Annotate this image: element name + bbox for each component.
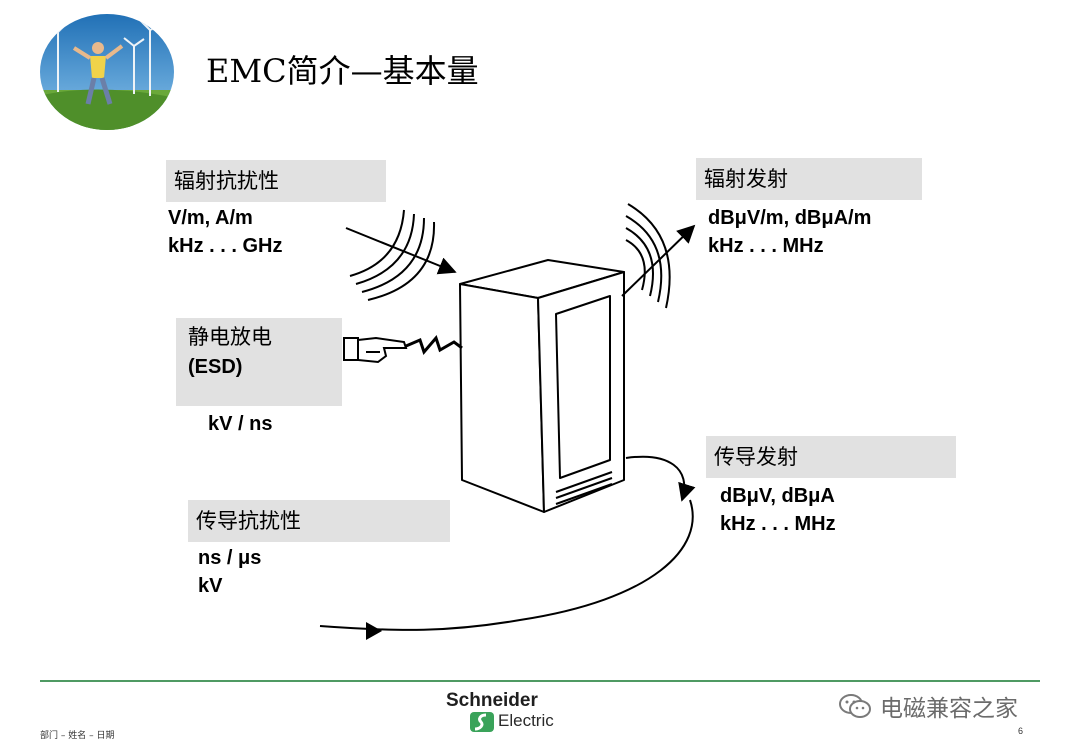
radiated-immunity-range: kHz . . . GHz: [168, 235, 283, 257]
conducted-emission-cable: [625, 455, 696, 502]
page-number: 6: [1018, 726, 1024, 736]
page-title: EMC简介—基本量: [206, 52, 479, 90]
radiated-immunity-label: 辐射抗扰性: [166, 160, 386, 202]
conducted-immunity-unit: ns / μs: [198, 547, 262, 569]
radiated-emission-unit: dBμV/m, dBμA/m: [708, 207, 872, 229]
conducted-emission-unit: dBμV, dBμA: [720, 485, 835, 507]
radiated-emission-waves: [621, 203, 696, 309]
radiated-emission-label: 辐射发射: [696, 158, 922, 200]
footer-department-name-date: 部门 – 姓名 – 日期: [40, 731, 115, 741]
brand-name-top: Schneider: [446, 690, 538, 711]
esd-unit: kV / ns: [208, 413, 273, 435]
brand-name-bottom: Electric: [498, 711, 554, 730]
conducted-immunity-label: 传导抗扰性: [188, 500, 450, 542]
cabinet-illustration: [459, 259, 625, 513]
radiated-immunity-waves: [345, 209, 457, 301]
lightning-spark-icon: [405, 335, 463, 355]
conducted-immunity-cable: [319, 499, 694, 631]
esd-label-line2: (ESD): [188, 356, 243, 378]
schneider-electric-logo: Schneider Electric: [446, 690, 566, 734]
header-photo-logo: [40, 14, 174, 130]
pointing-hand-icon: [343, 336, 408, 364]
watermark-text: 电磁兼容之家: [880, 696, 1018, 722]
conducted-emission-label: 传导发射: [706, 436, 956, 478]
brand-mark-icon: [470, 712, 494, 732]
radiated-emission-range: kHz . . . MHz: [708, 235, 824, 257]
footer-divider: [40, 680, 1040, 682]
esd-label-line1: 静电放电: [188, 325, 272, 349]
esd-label: 静电放电 (ESD): [176, 318, 342, 406]
watermark: 电磁兼容之家: [838, 688, 1018, 724]
conducted-arrowhead: [366, 622, 382, 640]
conducted-emission-range: kHz . . . MHz: [720, 513, 836, 535]
radiated-immunity-unit: V/m, A/m: [168, 207, 253, 229]
wechat-icon: [839, 694, 871, 718]
conducted-immunity-range: kV: [198, 575, 223, 597]
